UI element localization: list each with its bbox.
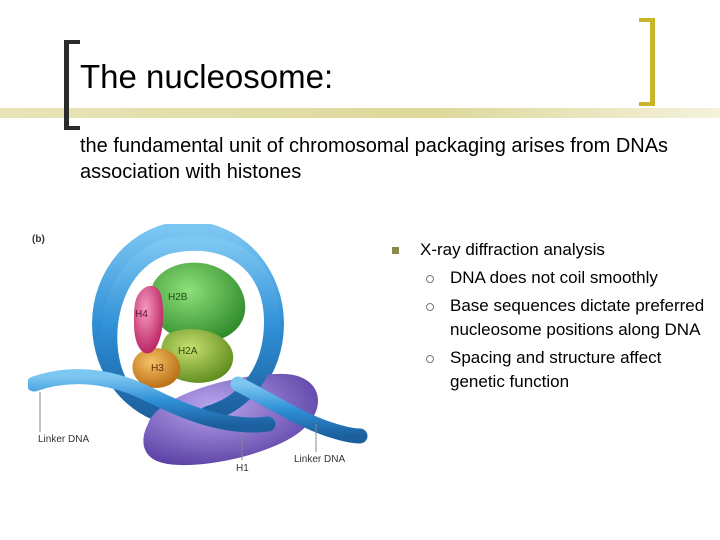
h4-histone (134, 285, 164, 354)
sub-bullet: Spacing and structure affect genetic fun… (388, 346, 718, 394)
right-bracket-top (639, 18, 655, 22)
sub-bullet-text: DNA does not coil smoothly (450, 268, 658, 287)
h2b-label: H2B (168, 292, 188, 303)
left-bracket-vertical (64, 40, 69, 130)
h2b-histone (150, 262, 246, 343)
linker-dna-right-label: Linker DNA (294, 454, 345, 465)
left-bracket-bottom (64, 126, 80, 130)
panel-label: (b) (32, 234, 45, 245)
circle-bullet-icon (426, 355, 434, 363)
sub-bullet-text: Spacing and structure affect genetic fun… (450, 348, 662, 391)
title-divider-bar (0, 108, 720, 118)
h1-label: H1 (236, 463, 249, 474)
square-bullet-icon (392, 247, 399, 254)
slide-subtitle: the fundamental unit of chromosomal pack… (80, 135, 669, 183)
sub-bullet-text: Base sequences dictate preferred nucleos… (450, 296, 705, 339)
bullet-main: X-ray diffraction analysis (388, 238, 718, 262)
sub-bullet: Base sequences dictate preferred nucleos… (388, 294, 718, 342)
h3-histone (132, 347, 181, 388)
circle-bullet-icon (426, 275, 434, 283)
sub-bullet: DNA does not coil smoothly (388, 266, 718, 290)
h4-label: H4 (135, 309, 148, 320)
linker-dna-left (28, 369, 276, 433)
dna-front-wrap (101, 234, 281, 422)
right-bracket-vertical (650, 18, 655, 106)
slide-title: The nucleosome: (80, 58, 334, 95)
circle-bullet-icon (426, 303, 434, 311)
bullet-main-text: X-ray diffraction analysis (420, 240, 605, 259)
left-bracket-top (64, 40, 80, 44)
linker-dna-left-label: Linker DNA (38, 434, 89, 445)
linker-dna-right (230, 376, 368, 444)
h2a-label: H2A (178, 346, 198, 357)
right-bracket-bottom (639, 102, 655, 106)
nucleosome-figure: (b) H2B H4 H2A H3 Linker DNA Linker DNA … (28, 224, 368, 474)
h3-label: H3 (151, 363, 164, 374)
bullet-list: X-ray diffraction analysis DNA does not … (388, 238, 718, 394)
